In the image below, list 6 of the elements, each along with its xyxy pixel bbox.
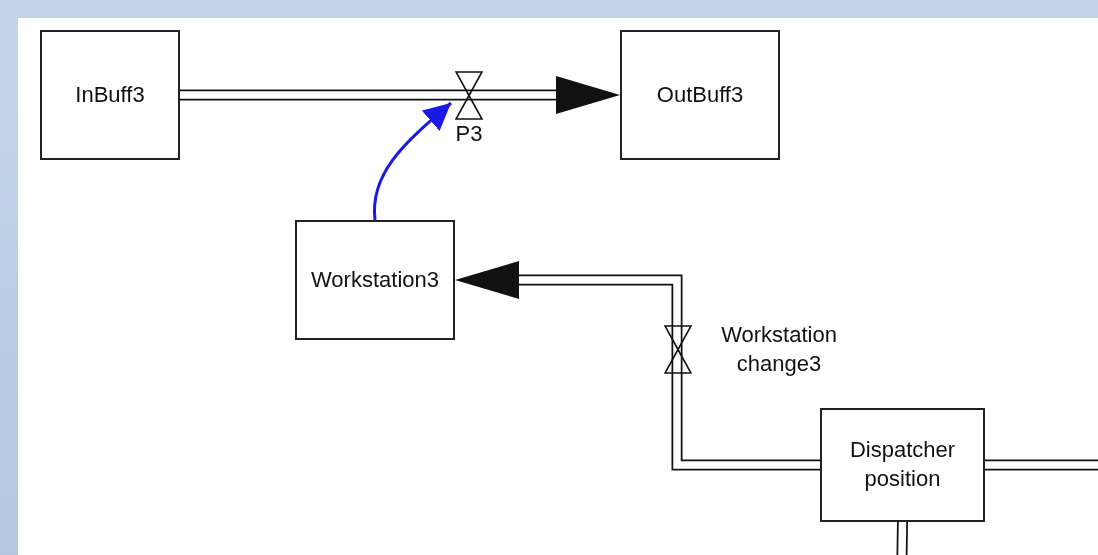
stock-box: Dispatcher position xyxy=(820,408,985,522)
flow-label: P3 xyxy=(454,120,484,148)
stock-box: Workstation3 xyxy=(295,220,455,340)
stock-box: InBuff3 xyxy=(40,30,180,160)
flow-label: Workstation change3 xyxy=(720,321,838,378)
stock-box: OutBuff3 xyxy=(620,30,780,160)
